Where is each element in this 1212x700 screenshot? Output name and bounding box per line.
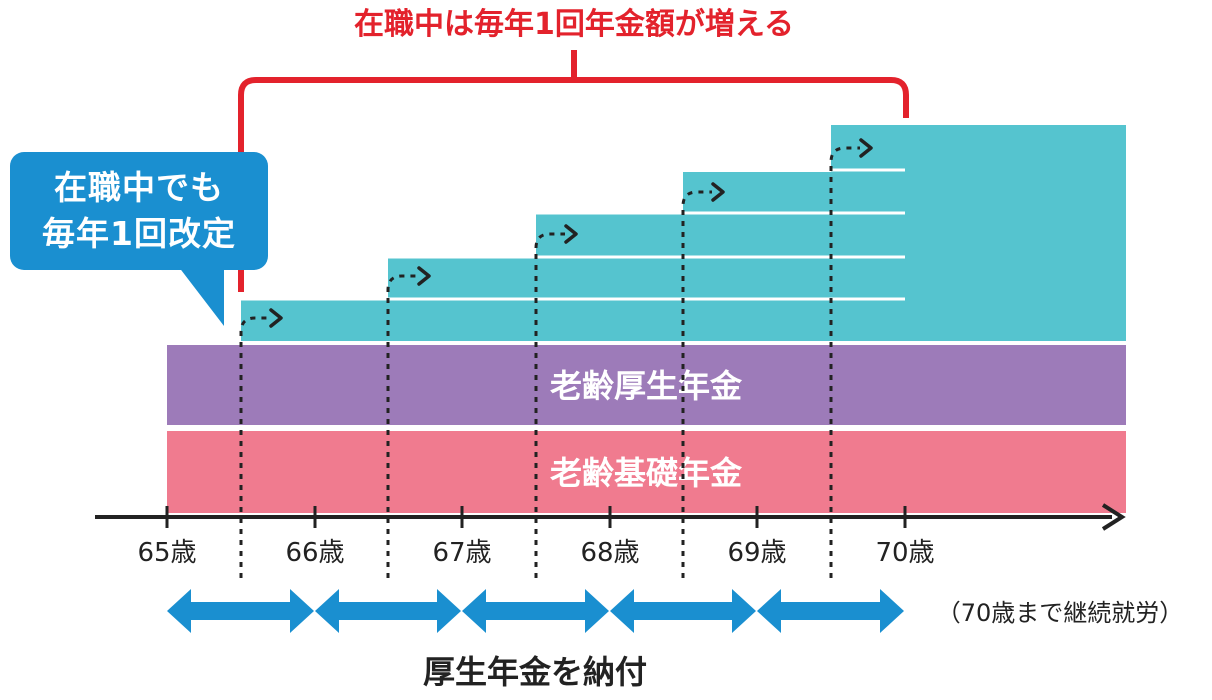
blue-arrow-1 xyxy=(167,589,314,633)
kiso-label: 老齢基礎年金 xyxy=(550,454,743,492)
contribution-arrows xyxy=(167,589,904,633)
age-label-69: 69歳 xyxy=(727,538,786,568)
kosei-label: 老齢厚生年金 xyxy=(550,367,743,405)
blue-arrow-3 xyxy=(462,589,609,633)
callout-bubble: 在職中でも 毎年1回改定 xyxy=(10,152,268,270)
age-label-66: 66歳 xyxy=(285,538,344,568)
age-labels: 65歳 66歳 67歳 68歳 69歳 70歳 xyxy=(137,538,934,568)
teal-step-66 xyxy=(241,300,905,341)
age-label-67: 67歳 xyxy=(432,538,491,568)
blue-arrow-2 xyxy=(315,589,461,633)
guide-66 xyxy=(239,316,270,578)
red-bracket xyxy=(238,50,909,292)
guide-67 xyxy=(386,274,418,578)
guide-68 xyxy=(534,232,565,578)
blue-arrow-5 xyxy=(757,589,904,633)
kiso-band xyxy=(167,431,1126,513)
time-axis-arrow xyxy=(1101,503,1126,531)
arrowhead-66 xyxy=(269,308,283,328)
teal-step-70 xyxy=(831,125,1126,341)
dotted-arrowheads xyxy=(269,138,873,328)
arrowhead-68 xyxy=(564,224,578,244)
dotted-guides xyxy=(239,146,860,578)
bubble-tail xyxy=(175,262,224,326)
bubble-line-2: 毎年1回改定 xyxy=(42,214,236,253)
age-label-68: 68歳 xyxy=(580,538,639,568)
arrowhead-70 xyxy=(859,138,873,158)
arrowhead-69 xyxy=(711,182,725,202)
blue-arrow-4 xyxy=(610,589,756,633)
bubble-line-1: 在職中でも xyxy=(54,168,224,207)
arrowhead-67 xyxy=(417,266,431,286)
footer-label: 厚生年金を納付 xyxy=(423,653,647,691)
axis-ticks xyxy=(165,506,907,528)
work-note: （70歳まで継続就労） xyxy=(937,599,1184,627)
age-label-65: 65歳 xyxy=(137,538,196,568)
teal-separators xyxy=(241,168,905,301)
age-label-70: 70歳 xyxy=(875,538,934,568)
title-text: 在職中は毎年1回年金額が増える xyxy=(354,7,794,42)
teal-step-67 xyxy=(388,258,905,298)
teal-steps xyxy=(241,125,1126,341)
kosei-band xyxy=(167,345,1126,425)
